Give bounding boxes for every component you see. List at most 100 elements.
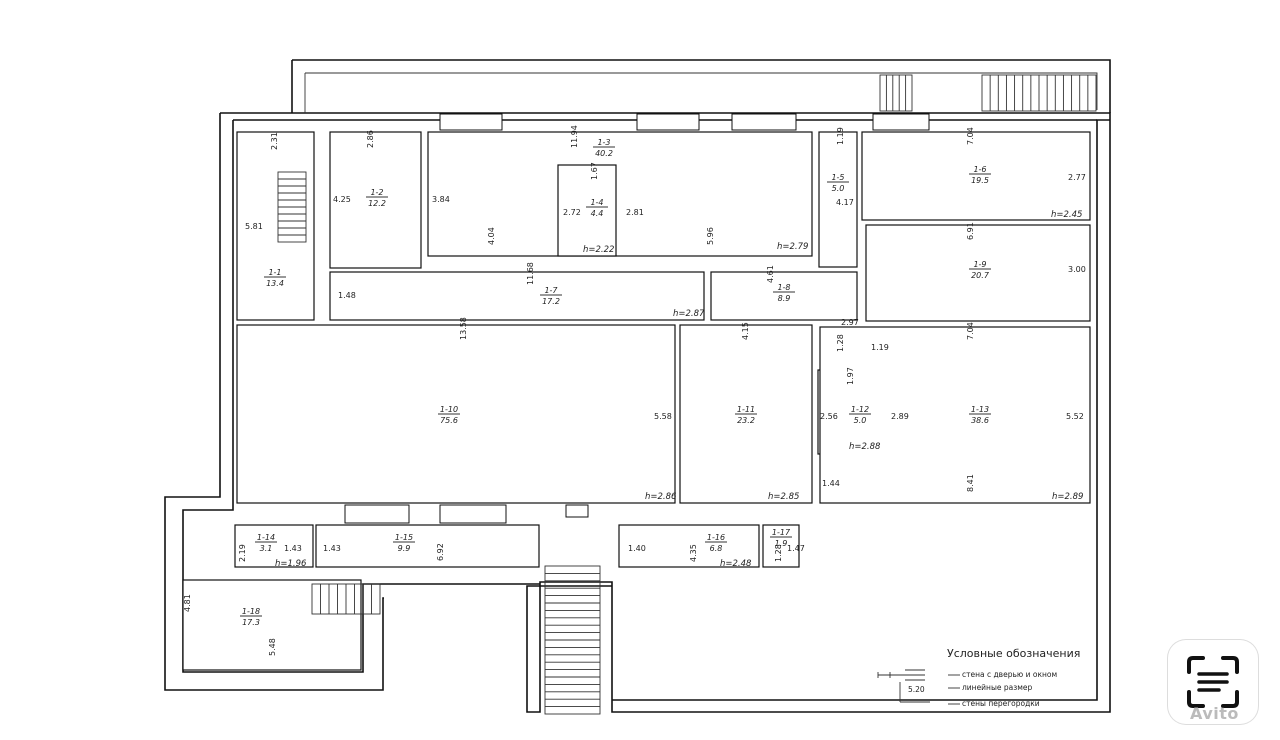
legend-sample-dim: 5.20 [908, 685, 925, 694]
room-number: 1-15 [395, 533, 413, 542]
room-label-1-10: 1-10 75.6 [438, 405, 460, 425]
room-label-1-11: 1-11 23.2 [735, 405, 757, 425]
stair-block [879, 74, 913, 112]
legend-title: Условные обозначения [947, 647, 1080, 660]
dimension-label: 1.43 [323, 544, 341, 553]
room-label-1-3: 1-3 40.2 [593, 138, 615, 158]
room-area: 23.2 [737, 416, 755, 425]
room-number: 1-11 [737, 405, 755, 414]
dimension-label: 11.94 [570, 125, 579, 148]
room-label-1-2: 1-212.2 [366, 188, 388, 208]
room-number: 1-10 [440, 405, 458, 414]
dimension-label: 5.48 [268, 638, 277, 656]
room-number: 1-8 [777, 283, 790, 292]
ceiling-height-label: h=1.96 [275, 559, 307, 569]
room-area: 1.9 [775, 539, 788, 548]
room-number: 1-1 [268, 268, 281, 277]
room-area: 9.9 [398, 544, 411, 553]
room-label-1-9: 1-920.7 [969, 260, 991, 280]
dimension-label: 2.77 [1068, 173, 1086, 182]
room-number: 1-12 [851, 405, 869, 414]
room-labels: 1-113.41-212.21-340.21-44.41-55.01-619.5… [240, 138, 991, 627]
avito-watermark: Avito [1190, 704, 1239, 723]
room-area: 17.3 [242, 618, 260, 627]
dimension-label: 4.04 [487, 227, 496, 245]
ceiling-height-label: h=2.89 [1052, 492, 1083, 502]
room-area: 19.5 [971, 176, 989, 185]
room-label-1-13: 1-13 38.6 [969, 405, 991, 425]
room-label-1-14: 1-143.1 [255, 533, 277, 553]
dimension-label: 2.81 [626, 208, 644, 217]
room-area: 13.4 [266, 279, 284, 288]
room-label-1-15: 1-15 9.9 [393, 533, 415, 553]
room-number: 1-13 [971, 405, 989, 414]
ceiling-height-label: h=2.79 [777, 242, 808, 252]
room-area: 40.2 [595, 149, 613, 158]
room-area: 5.0 [832, 184, 845, 193]
room-label-1-1: 1-1 13.4 [264, 268, 286, 288]
dimension-label: 1.97 [846, 367, 855, 385]
dimension-label: 1.28 [836, 334, 845, 352]
room-label-1-16: 1-16 6.8 [705, 533, 727, 553]
ceiling-height-label: h=2.86 [645, 492, 677, 502]
dimension-label: 3.00 [1068, 265, 1086, 274]
dimension-label: 1.19 [871, 343, 889, 352]
dimension-label: 1.40 [628, 544, 646, 553]
room-area: 20.7 [971, 271, 990, 280]
dimension-label: 1.67 [590, 162, 599, 180]
dimension-label: 2.89 [891, 412, 909, 421]
dimension-label: 1.48 [338, 291, 356, 300]
ceiling-height-label: h=2.48 [720, 559, 752, 569]
dimension-label: 4.17 [836, 198, 854, 207]
room-area: 12.2 [368, 199, 386, 208]
dimension-label: 1.44 [822, 479, 840, 488]
room-label-1-6: 1-6 19.5 [969, 165, 991, 185]
ceiling-height-label: h=2.88 [849, 442, 881, 452]
legend-item-dimension: линейные размер [962, 683, 1033, 692]
room-number: 1-16 [707, 533, 725, 542]
room-number: 1-4 [590, 198, 603, 207]
room-number: 1-18 [242, 607, 260, 616]
height-labels: h=2.22 h=2.79 h=2.45 h=2.87 h=2.86 h=2.85 h=2.… [275, 210, 1083, 569]
room-area: 4.4 [591, 209, 604, 218]
ceiling-height-label: h=2.45 [1051, 210, 1082, 220]
dimension-label: 5.58 [654, 412, 672, 421]
dimension-label: 2.86 [366, 130, 375, 148]
dimension-label: 6.91 [966, 222, 975, 240]
dimension-label: 5.96 [706, 227, 715, 245]
room-label-1-18: 1-18 17.3 [240, 607, 262, 627]
dimension-label: 5.81 [245, 222, 263, 231]
room-area: 3.1 [260, 544, 273, 553]
dimension-label: 4.25 [333, 195, 351, 204]
dimension-label: 4.81 [183, 594, 192, 612]
dimension-label: 3.84 [432, 195, 450, 204]
legend-item-partitions: стены перегородки [962, 699, 1040, 708]
stairs [277, 74, 1097, 715]
room-area: 38.6 [971, 416, 989, 425]
room-area: 8.9 [778, 294, 791, 303]
ceiling-height-label: h=2.22 [583, 245, 614, 255]
ceiling-height-label: h=2.85 [768, 492, 799, 502]
dimension-label: 4.35 [689, 544, 698, 562]
dimension-label: 2.19 [238, 544, 247, 562]
room-label-1-7: 1-717.2 [540, 286, 562, 306]
room-number: 1-6 [973, 165, 986, 174]
room-number: 1-17 [772, 528, 791, 537]
dimension-label: 11.68 [526, 262, 535, 285]
room-number: 1-3 [597, 138, 610, 147]
dimension-label: 5.52 [1066, 412, 1084, 421]
dimension-label: 2.97 [841, 318, 859, 327]
dimension-label: 4.61 [766, 265, 775, 283]
dimension-label: 8.41 [966, 474, 975, 492]
room-area: 6.8 [710, 544, 723, 553]
dimension-label: 4.15 [741, 322, 750, 340]
room-area: 75.6 [440, 416, 458, 425]
dimension-label: 7.04 [966, 322, 975, 340]
document-scan-button[interactable] [1168, 640, 1258, 724]
ceiling-height-label: h=2.87 [673, 309, 705, 319]
dimension-label: 2.31 [270, 132, 279, 150]
room-area: 17.2 [542, 297, 560, 306]
dimension-label: 2.56 [820, 412, 838, 421]
